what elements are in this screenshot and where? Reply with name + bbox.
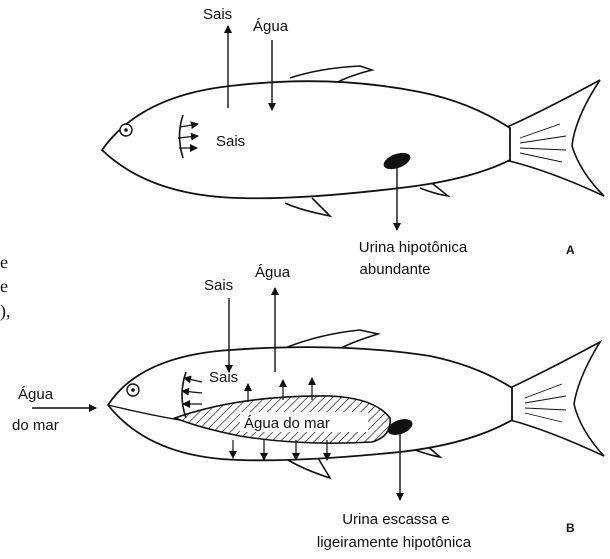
fish-b-pelvic-fin — [288, 458, 330, 478]
fish-a-gills-salt-label: Sais — [216, 133, 245, 150]
fish-b-gills-salt-label: Sais — [209, 369, 238, 386]
edge-fragment-1: e — [0, 252, 8, 272]
fish-b-gut-label: Água do mar — [244, 415, 330, 432]
fish-a-water-in-label: Água — [253, 18, 289, 35]
fish-b-panel-label: B — [566, 521, 575, 535]
fish-b-urine-label-line2: ligeiramente hipotônica — [317, 534, 472, 551]
fish-b-seawater-label-line1: Água — [18, 386, 54, 403]
edge-fragment-2: e — [0, 276, 8, 296]
fish-a: Sais Sais Água Urina hipotônica abundant… — [102, 6, 604, 278]
fish-b: Água do mar Sais Sais Água — [12, 264, 604, 551]
edge-fragment-3: ), — [0, 301, 11, 322]
fish-b-urine-label-line1: Urina escassa e — [342, 511, 450, 528]
fish-b-seawater-label-line2: do mar — [12, 417, 59, 434]
fish-b-tail-fin — [510, 342, 604, 456]
fish-a-salt-out-label: Sais — [203, 6, 232, 23]
fish-a-pelvic-fin — [285, 198, 330, 216]
fish-a-urine-label-line1: Urina hipotônica — [359, 239, 468, 256]
fish-b-salt-in-label: Sais — [204, 277, 233, 294]
fish-a-panel-label: A — [566, 243, 575, 257]
fish-a-body — [102, 81, 510, 198]
fish-a-urine-label-line2: abundante — [360, 261, 431, 278]
fish-b-water-out-label: Água — [255, 264, 291, 281]
